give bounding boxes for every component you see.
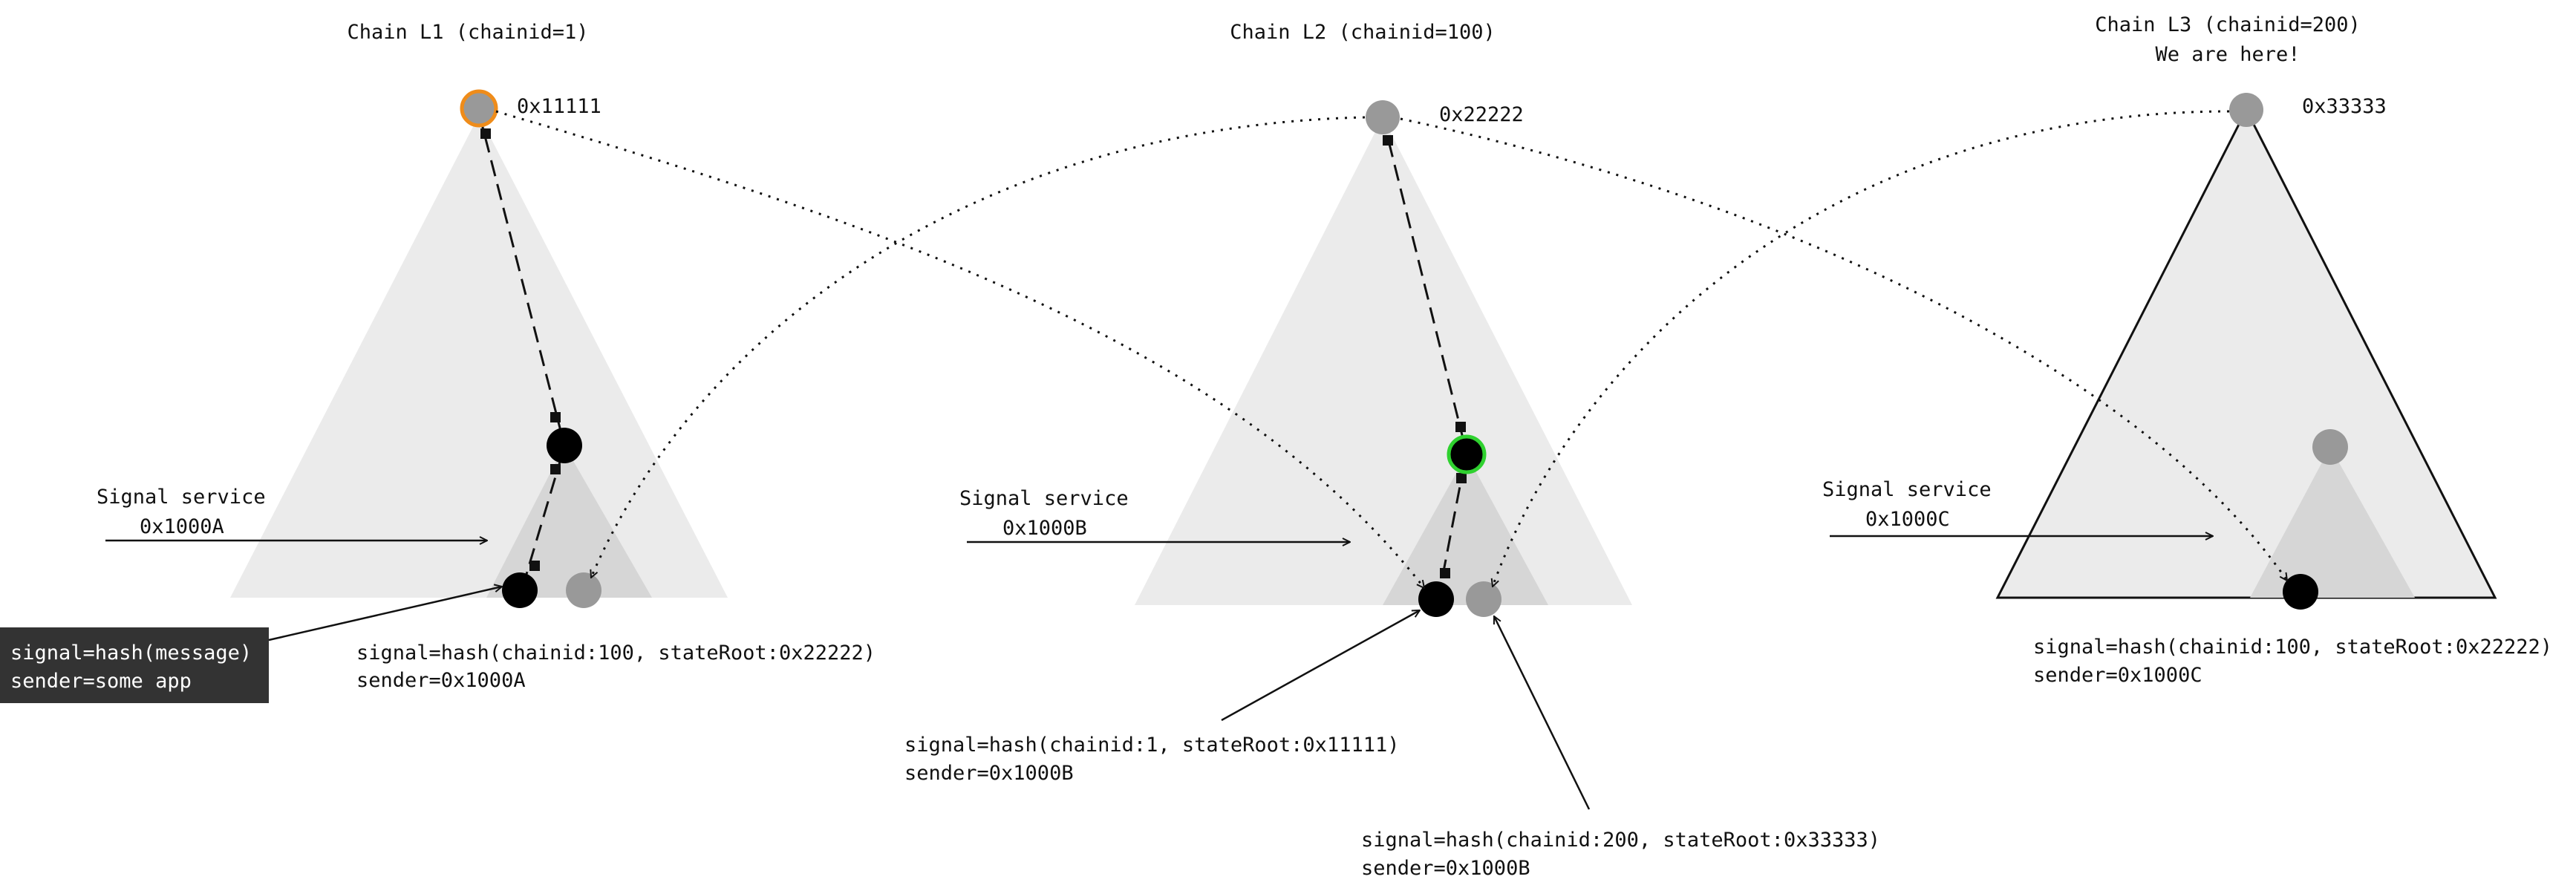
l3-signal-text-line2: sender=0x1000C [2033, 664, 2202, 687]
l3-state-root-label: 0x33333 [2302, 95, 2387, 118]
chain-l3: Chain L3 (chainid=200) We are here! 0x33… [1822, 13, 2552, 687]
l1-signal-service-address: 0x1000A [140, 515, 224, 538]
l2-path-marker [1383, 135, 1393, 146]
l3-signal-text-line1: signal=hash(chainid:100, stateRoot:0x222… [2033, 636, 2552, 659]
l3-signal-service-address: 0x1000C [1865, 508, 1950, 531]
l1-root-to-l2-signal-arc [495, 110, 1424, 588]
l2-storage-to-signal-path [1439, 463, 1466, 587]
l3-chain-title: Chain L3 (chainid=200) [2095, 13, 2361, 36]
app-message-line2: sender=some app [10, 670, 192, 693]
l1-root-to-storage-path [477, 112, 564, 437]
l3-state-tree [1995, 107, 2497, 599]
l2-signal-service-storage-tree [1383, 454, 1548, 605]
l1-path-marker [529, 561, 540, 571]
l2-signal-a-arrow [1221, 609, 1420, 722]
l3-signal-service-storage-tree [2250, 447, 2415, 598]
l2-signal-service-storage-root-node [1447, 434, 1487, 474]
cross-chain-sync-arcs [495, 110, 2287, 588]
l2-chain-title: Chain L2 (chainid=100) [1230, 21, 1496, 44]
l1-path-marker [550, 412, 561, 422]
l2-path-marker [1440, 568, 1450, 578]
l3-state-root-node [2229, 93, 2263, 127]
l1-signal-text-line1: signal=hash(chainid:100, stateRoot:0x222… [356, 641, 875, 665]
l1-state-root-node [460, 89, 498, 128]
l1-state-tree [230, 115, 728, 598]
l1-chain-title: Chain L1 (chainid=1) [347, 21, 588, 44]
app-message: signal=hash(message) sender=some app [0, 587, 502, 703]
l1-signal-text-line2: sender=0x1000A [356, 669, 526, 692]
l2-synced-l1-signal-node [1418, 581, 1454, 617]
l2-state-root-node [1366, 100, 1400, 134]
l1-signal-service-storage-root-node [547, 428, 582, 463]
chain-l2: Chain L2 (chainid=100) 0x22222 Signal se… [904, 21, 1880, 880]
l3-signal-service-storage-root-node [2312, 429, 2348, 465]
l2-root-to-storage-path [1381, 117, 1466, 445]
l2-state-tree [1135, 117, 1632, 605]
l1-app-signal-node [502, 572, 538, 608]
chain-l1: Chain L1 (chainid=1) 0x11111 Signal serv… [97, 21, 875, 692]
l2-state-root-label: 0x22222 [1439, 103, 1524, 126]
l2-signal-b-line2: sender=0x1000B [1361, 857, 1530, 880]
l2-signal-service-label: Signal service [959, 487, 1129, 510]
l2-signal-a-line1: signal=hash(chainid:1, stateRoot:0x11111… [904, 734, 1399, 757]
app-message-box [0, 627, 269, 703]
l1-path-marker [550, 464, 561, 474]
l3-root-to-l2-signal-arc [1493, 110, 2230, 587]
l1-state-root-label: 0x11111 [517, 95, 601, 118]
l1-path-marker [480, 128, 491, 139]
l2-path-marker [1455, 422, 1466, 432]
l2-signal-b-arrow [1493, 616, 1591, 810]
l1-storage-to-signal-path [524, 454, 564, 580]
l3-note: We are here! [2155, 43, 2300, 66]
l1-signal-service-label: Signal service [97, 486, 266, 509]
app-message-line1: signal=hash(message) [10, 641, 252, 665]
l2-synced-l3-signal-node [1466, 581, 1501, 617]
l2-signal-b-line1: signal=hash(chainid:200, stateRoot:0x333… [1361, 829, 1880, 852]
l2-path-marker [1456, 473, 1467, 483]
l1-signal-service-storage-tree [486, 445, 652, 598]
l2-signal-a-line2: sender=0x1000B [904, 762, 1074, 785]
l1-synced-signal-node [566, 572, 601, 608]
l3-synced-l2-signal-node [2283, 574, 2318, 610]
l3-signal-service-label: Signal service [1822, 478, 1992, 501]
l2-signal-service-address: 0x1000B [1002, 517, 1087, 540]
app-message-arrow [268, 587, 502, 641]
